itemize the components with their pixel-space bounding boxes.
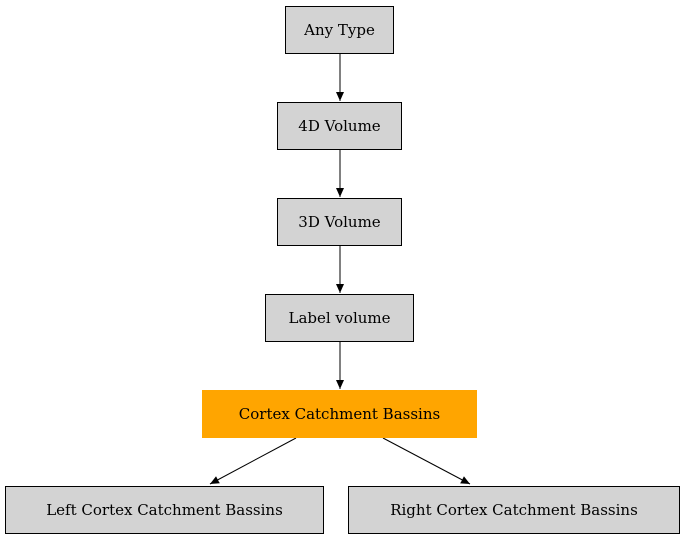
node-any-type: Any Type [285, 6, 394, 54]
node-cortex-catchment-bassins: Cortex Catchment Bassins [202, 390, 477, 438]
node-any-type-label: Any Type [304, 20, 375, 39]
node-right-cortex-catchment-bassins-label: Right Cortex Catchment Bassins [390, 500, 638, 519]
node-cortex-catchment-bassins-label: Cortex Catchment Bassins [238, 404, 441, 423]
node-right-cortex-catchment-bassins: Right Cortex Catchment Bassins [348, 486, 680, 534]
edge-cortex-to-left [209, 437, 297, 485]
node-3d-volume: 3D Volume [277, 198, 402, 246]
node-label-volume-label: Label volume [288, 308, 391, 327]
node-label-volume: Label volume [265, 294, 414, 342]
node-4d-volume-label: 4D Volume [298, 116, 381, 135]
node-4d-volume: 4D Volume [277, 102, 402, 150]
node-3d-volume-label: 3D Volume [298, 212, 381, 231]
edge-cortex-to-right [382, 437, 471, 485]
node-left-cortex-catchment-bassins: Left Cortex Catchment Bassins [5, 486, 324, 534]
node-left-cortex-catchment-bassins-label: Left Cortex Catchment Bassins [46, 500, 283, 519]
